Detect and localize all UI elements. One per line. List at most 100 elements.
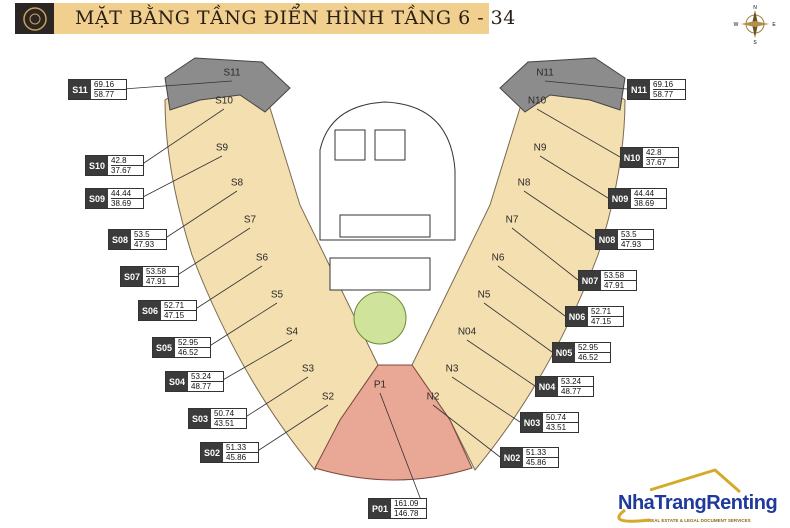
unit-plan-label: N6 bbox=[491, 252, 505, 264]
gross-area: 53.5 bbox=[621, 230, 653, 240]
gross-area: 44.44 bbox=[634, 189, 666, 199]
unit-code: N07 bbox=[579, 271, 601, 290]
unit-code: N04 bbox=[536, 377, 558, 396]
unit-code: S08 bbox=[109, 230, 131, 249]
gross-area: 52.71 bbox=[591, 307, 623, 317]
compass-icon: N S W E bbox=[734, 5, 777, 46]
net-area: 146.78 bbox=[394, 509, 419, 518]
gross-area: 53.24 bbox=[191, 372, 223, 382]
net-area: 43.51 bbox=[214, 419, 235, 428]
gross-area: 50.74 bbox=[214, 409, 246, 419]
gross-area: 69.16 bbox=[653, 80, 685, 90]
unit-plan-label: N10 bbox=[527, 95, 547, 107]
net-area: 45.86 bbox=[226, 453, 247, 462]
gross-area: 50.74 bbox=[546, 413, 578, 423]
unit-code: N03 bbox=[521, 413, 543, 432]
leader-line bbox=[536, 108, 621, 158]
unit-plan-label: N9 bbox=[533, 142, 547, 154]
unit-plan-label: S5 bbox=[270, 289, 284, 301]
gross-area: 52.71 bbox=[164, 301, 196, 311]
leader-line bbox=[255, 404, 329, 453]
net-area: 48.77 bbox=[191, 382, 212, 391]
leader-line bbox=[163, 190, 238, 240]
unit-code: S11 bbox=[69, 80, 91, 99]
leader-line bbox=[193, 265, 263, 311]
unit-code: N05 bbox=[553, 343, 575, 362]
gross-area: 42.8 bbox=[111, 156, 143, 166]
leader-line bbox=[466, 339, 536, 387]
unit-plan-label: S6 bbox=[255, 252, 269, 264]
svg-text:W: W bbox=[734, 22, 739, 28]
net-area: 38.69 bbox=[634, 199, 655, 208]
unit-plan-label: P1 bbox=[373, 379, 387, 391]
leader-line bbox=[432, 404, 501, 458]
page-title: MẶT BẰNG TẦNG ĐIỂN HÌNH TẦNG 6 - 34 bbox=[75, 7, 516, 29]
net-area: 58.77 bbox=[94, 90, 115, 99]
unit-code: N11 bbox=[628, 80, 650, 99]
unit-code: S06 bbox=[139, 301, 161, 320]
net-area: 47.91 bbox=[604, 281, 625, 290]
unit-plan-label: N11 bbox=[536, 67, 554, 79]
unit-plan-label: S7 bbox=[243, 214, 257, 226]
net-area: 43.51 bbox=[546, 423, 567, 432]
net-area: 48.77 bbox=[561, 387, 582, 396]
net-area: 46.52 bbox=[578, 353, 599, 362]
net-area: 37.67 bbox=[111, 166, 132, 175]
net-area: 47.93 bbox=[134, 240, 155, 249]
tower-wings bbox=[164, 57, 626, 481]
gross-area: 42.8 bbox=[646, 148, 678, 158]
unit-code: S07 bbox=[121, 267, 143, 286]
leader-line bbox=[175, 227, 251, 277]
leader-line bbox=[451, 376, 521, 423]
north-roof bbox=[499, 57, 626, 113]
net-area: 47.93 bbox=[621, 240, 642, 249]
gross-area: 52.95 bbox=[578, 343, 610, 353]
svg-text:S: S bbox=[753, 40, 757, 46]
leader-line bbox=[220, 339, 293, 382]
unit-plan-label: S4 bbox=[285, 326, 299, 338]
gross-area: 53.24 bbox=[561, 377, 593, 387]
leader-line bbox=[140, 155, 223, 199]
leader-line bbox=[140, 108, 225, 166]
gross-area: 53.58 bbox=[604, 271, 636, 281]
net-area: 47.15 bbox=[164, 311, 185, 320]
gross-area: 69.16 bbox=[94, 80, 126, 90]
unit-code: S02 bbox=[201, 443, 223, 462]
leader-line bbox=[243, 376, 309, 419]
net-area: 38.69 bbox=[111, 199, 132, 208]
unit-code: P01 bbox=[369, 499, 391, 518]
net-area: 47.91 bbox=[146, 277, 167, 286]
gross-area: 53.58 bbox=[146, 267, 178, 277]
leader-line bbox=[483, 302, 553, 353]
unit-code: S09 bbox=[86, 189, 108, 208]
unit-plan-label: S2 bbox=[321, 391, 335, 403]
unit-code: N10 bbox=[621, 148, 643, 167]
unit-plan-label: S11 bbox=[223, 67, 241, 79]
unit-plan-label: S9 bbox=[215, 142, 229, 154]
